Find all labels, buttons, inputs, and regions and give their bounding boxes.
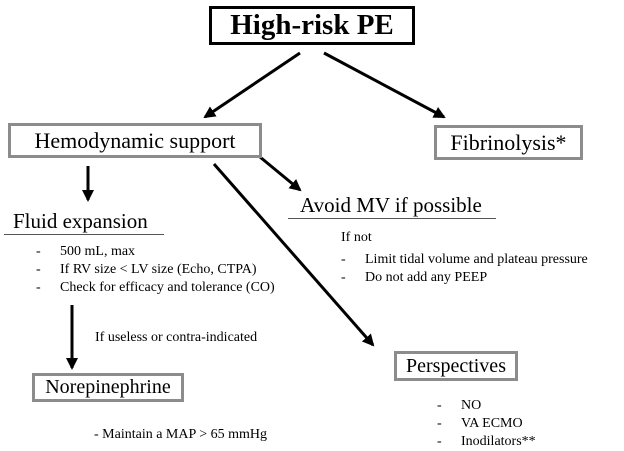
avoid-mv-list: Limit tidal volume and plateau pressure … bbox=[341, 251, 588, 287]
perspectives-item: NO bbox=[437, 397, 536, 415]
fluid-expansion-heading: Fluid expansion bbox=[13, 209, 148, 233]
avoid-mv-item: Do not add any PEEP bbox=[341, 269, 588, 287]
perspectives-item: VA ECMO bbox=[437, 415, 536, 433]
fluid-expansion-item: If RV size < LV size (Echo, CTPA) bbox=[36, 261, 275, 279]
fluid-expansion-list: 500 mL, max If RV size < LV size (Echo, … bbox=[36, 243, 275, 297]
norepinephrine-label: Norepinephrine bbox=[45, 376, 171, 398]
arrow-hemodynamic-to-perspectives bbox=[212, 163, 375, 347]
arrow-hemodynamic-to-avoid-mv bbox=[259, 155, 302, 192]
hemodynamic-support-label: Hemodynamic support bbox=[34, 127, 236, 153]
perspectives-box: Perspectives bbox=[394, 351, 518, 381]
norepinephrine-note: - Maintain a MAP > 65 mmHg bbox=[94, 427, 268, 442]
fibrinolysis-label: Fibrinolysis* bbox=[450, 129, 567, 155]
arrow-root-to-fibrinolysis bbox=[323, 51, 446, 119]
avoid-mv-heading: Avoid MV if possible bbox=[300, 193, 482, 217]
fluid-expansion-underline bbox=[4, 234, 164, 235]
high-risk-pe-box: High-risk PE bbox=[209, 6, 415, 45]
arrow-root-to-hemodynamic bbox=[203, 51, 301, 119]
perspectives-list: NO VA ECMO Inodilators** bbox=[437, 397, 536, 451]
norepinephrine-box: Norepinephrine bbox=[32, 373, 184, 402]
fluid-expansion-item: 500 mL, max bbox=[36, 243, 275, 261]
avoid-mv-item: Limit tidal volume and plateau pressure bbox=[341, 251, 588, 269]
high-risk-pe-label: High-risk PE bbox=[230, 9, 394, 41]
perspectives-label: Perspectives bbox=[406, 354, 506, 377]
hemodynamic-support-box: Hemodynamic support bbox=[8, 123, 262, 158]
avoid-mv-underline bbox=[288, 218, 496, 219]
perspectives-item: Inodilators** bbox=[437, 433, 536, 451]
fluid-expansion-item: Check for efficacy and tolerance (CO) bbox=[36, 279, 275, 297]
fibrinolysis-box: Fibrinolysis* bbox=[434, 125, 583, 160]
transition-label: If useless or contra-indicated bbox=[95, 330, 258, 345]
avoid-mv-condition: If not bbox=[341, 230, 372, 245]
